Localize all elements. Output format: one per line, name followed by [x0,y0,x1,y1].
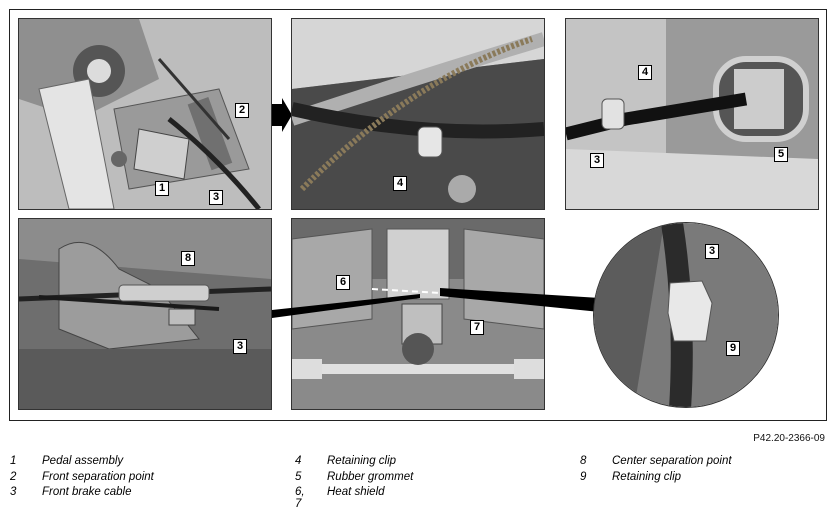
retaining-clip-illustration [292,19,544,209]
callout-2: 2 [235,103,250,118]
callout-8: 8 [181,251,196,266]
callout-3: 3 [209,190,224,205]
rubber-grommet-illustration [566,19,818,209]
center-separation-illustration [19,219,271,409]
callout-6: 6 [336,275,351,290]
figure-frame [9,9,827,421]
callout-5: 5 [774,147,789,162]
callout-3: 3 [705,244,720,259]
pedal-assembly-illustration [19,19,271,209]
callout-1: 1 [155,181,170,196]
panel-rubber-grommet: 4 3 5 [565,18,819,210]
callout-4: 4 [393,176,408,191]
callout-3: 3 [590,153,605,168]
callout-3: 3 [233,339,248,354]
callout-4: 4 [638,65,653,80]
retaining-clip-closeup-illustration [594,223,778,407]
panel-retaining-clip: 4 [291,18,545,210]
callout-9: 9 [726,341,741,356]
panel-pedal-assembly: 2 1 3 [18,18,272,210]
zoom-circle-retaining-clip [593,222,779,408]
callout-7: 7 [470,320,485,335]
panel-underbody: 6 7 [291,218,545,410]
panel-center-separation: 8 3 [18,218,272,410]
underbody-illustration [292,219,544,409]
figure-id: P42.20-2366-09 [753,433,825,444]
arrow-right-icon [272,98,292,132]
